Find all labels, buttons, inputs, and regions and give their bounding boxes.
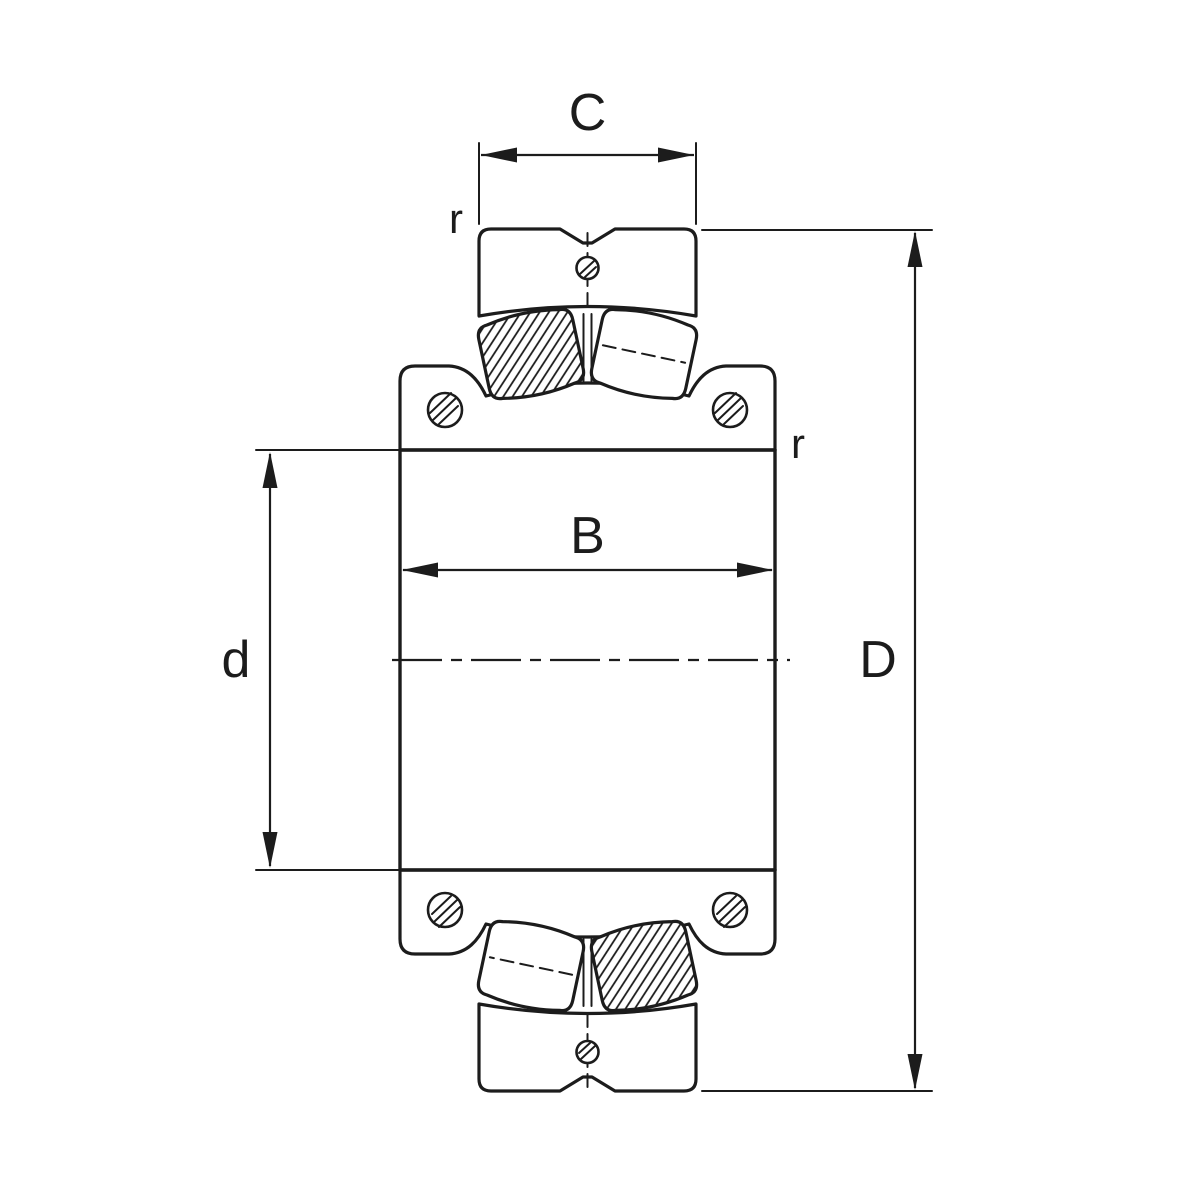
dim-D: D [701,229,933,1092]
dim-d: d [222,449,401,871]
extension-lines [701,229,933,1092]
inner-ring-shoulders [398,448,777,872]
arrowhead-top [262,452,278,488]
arrowhead-top [907,231,923,267]
bearing-lower-section [398,868,777,1093]
arrowhead-bottom [262,832,278,868]
screw-slot-hatch [714,392,744,425]
label-r-side: r [791,420,805,467]
clamp-screw-right [711,391,749,429]
roller-axis-line [601,344,687,364]
bearing-upper-section [398,227,777,452]
lube-hole-hatch [579,260,597,278]
label-D: D [859,631,897,689]
screw-slot-hatch [429,392,459,425]
arrowhead-left [481,147,517,163]
arrowhead-left [402,562,438,578]
dim-B: B [402,507,773,578]
label-C: C [569,84,607,142]
label-r-top: r [449,195,463,242]
inner-ring-flange [398,364,777,452]
arrowhead-bottom [907,1054,923,1090]
label-B: B [570,507,605,565]
extension-lines [255,449,401,871]
dim-C: C [478,84,697,225]
extension-lines [478,142,697,225]
arrowhead-right [737,562,773,578]
arrowhead-right [658,147,694,163]
roller-right [589,307,699,401]
clamp-screw-left [426,391,464,429]
label-d: d [222,631,251,689]
guide-rib [582,313,593,382]
